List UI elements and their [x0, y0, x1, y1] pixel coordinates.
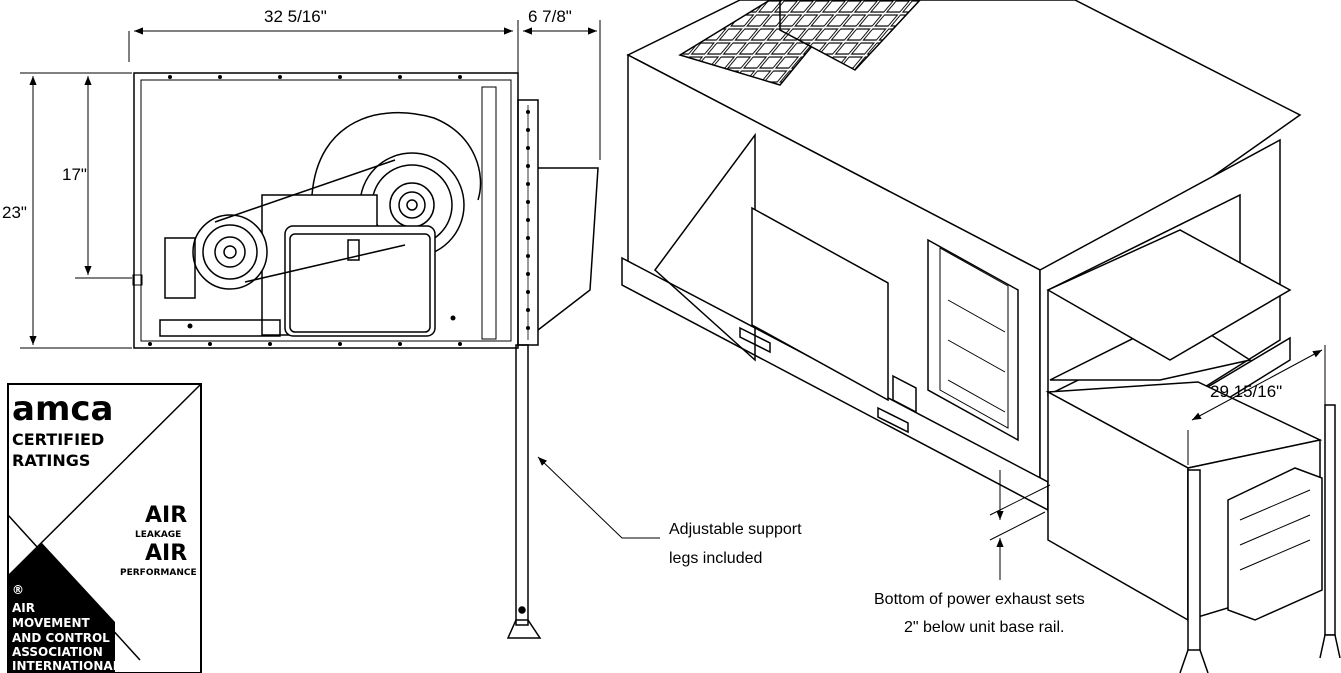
exhaust-callout-line2: 2" below unit base rail.: [904, 619, 1064, 636]
exhaust-hood: [537, 167, 599, 331]
logo-air1: AIR: [145, 503, 187, 528]
legs-callout-line1: Adjustable support: [669, 521, 802, 538]
logo-org-line1: AIR: [12, 601, 35, 615]
exhaust-dimension: [989, 345, 1326, 580]
logo-air2: AIR: [145, 541, 187, 566]
condenser-grille-right: [779, 0, 922, 71]
dim-width-hood: 6 7/8": [528, 7, 572, 26]
dim-height-outer: 23": [2, 203, 27, 222]
logo-org-line3: AND CONTROL: [12, 631, 110, 645]
logo-ratings: RATINGS: [12, 451, 90, 470]
blower-scroll: [311, 111, 482, 201]
power-exhaust-module: [1045, 193, 1341, 673]
flange-holes: [148, 75, 530, 346]
logo-org-line4: ASSOCIATION: [12, 645, 103, 659]
motor-pulley: [192, 214, 268, 290]
legs-callout-line2: legs included: [669, 550, 762, 567]
exhaust-callout-line1: Bottom of power exhaust sets: [874, 591, 1085, 608]
dimension-lines: [20, 20, 601, 349]
logo-leakage: LEAKAGE: [135, 530, 181, 540]
logo-certified: CERTIFIED: [12, 430, 104, 449]
legs-callout-leader: [537, 456, 660, 539]
logo-performance: PERFORMANCE: [120, 568, 197, 578]
support-leg: [515, 344, 529, 626]
dim-height-inner: 17": [62, 165, 87, 184]
motor-body: [284, 225, 436, 337]
logo-org-line5: INTERNATIONAL, INC.: [12, 659, 157, 673]
logo-brand: amca: [12, 389, 113, 429]
exhaust-hood-top: [1046, 229, 1292, 361]
logo-registered: ®: [12, 583, 24, 597]
side-view: [132, 72, 599, 639]
dim-width-top: 32 5/16": [264, 7, 327, 26]
logo-org-line2: MOVEMENT: [12, 616, 90, 630]
dim-exhaust-width: 29 15/16": [1210, 382, 1282, 401]
amca-certified-ratings-logo: amca CERTIFIED RATINGS AIR LEAKAGE AIR P…: [7, 383, 202, 673]
